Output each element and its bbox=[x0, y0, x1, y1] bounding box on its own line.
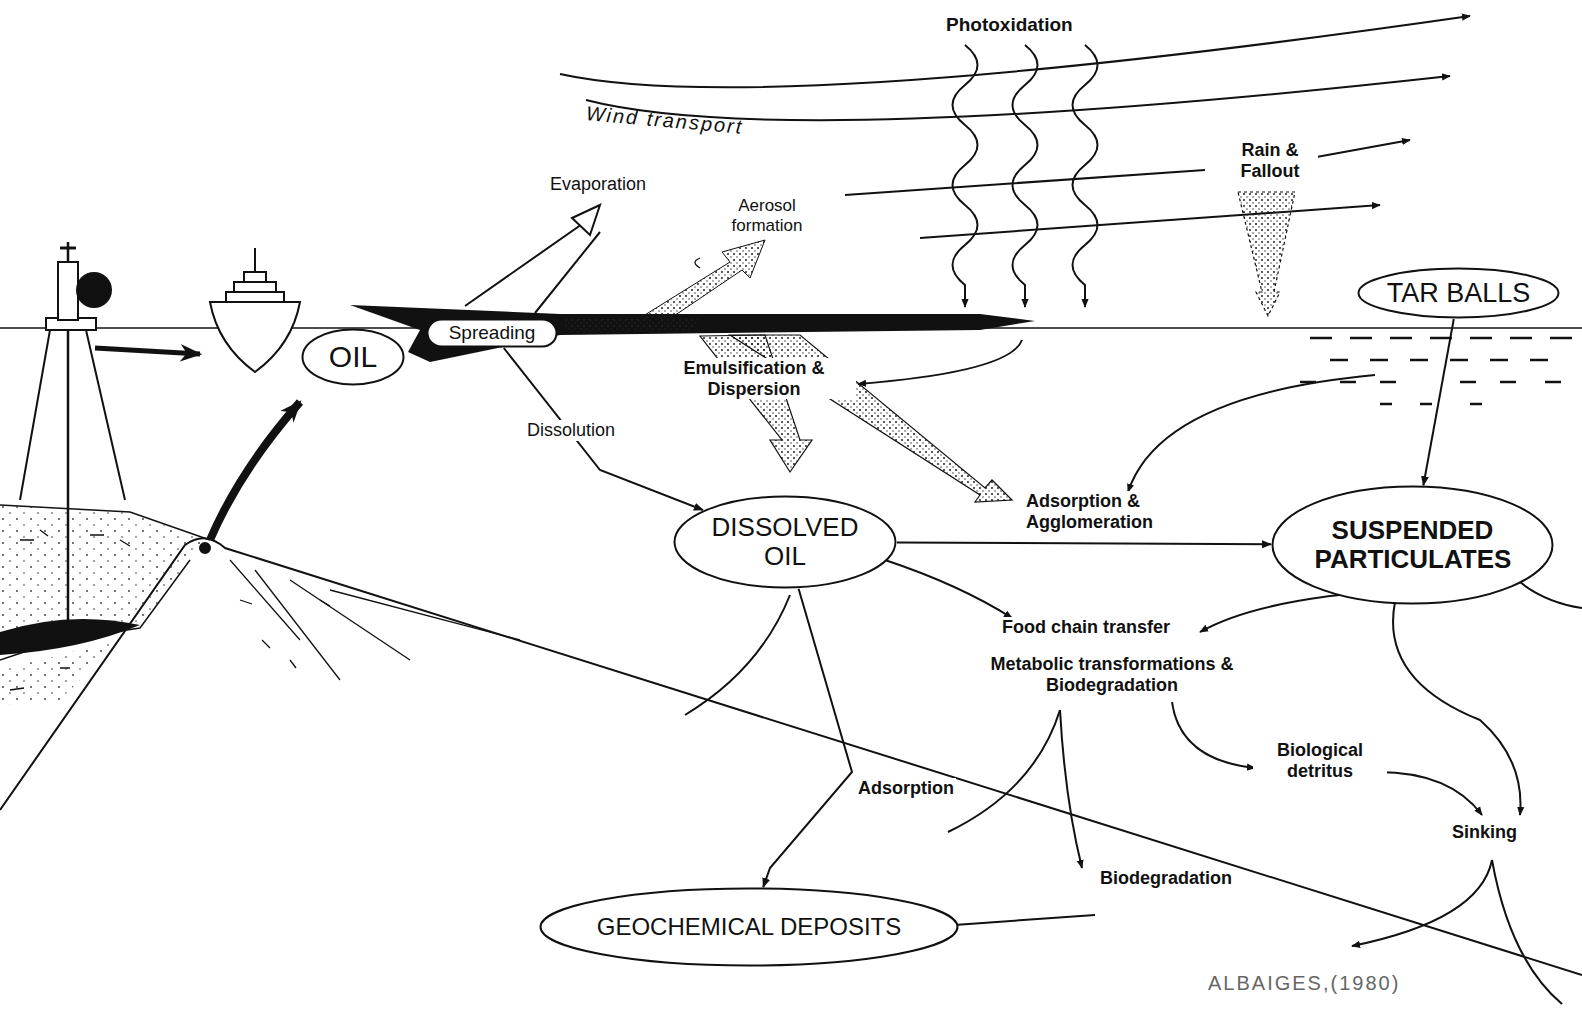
process-label: Rain & Fallout bbox=[1222, 140, 1318, 181]
node-label: TAR BALLS bbox=[1387, 278, 1531, 308]
node-label: SUSPENDED PARTICULATES bbox=[1315, 516, 1511, 574]
node-shape bbox=[303, 330, 404, 385]
process-label: Metabolic transformations & Biodegradati… bbox=[945, 654, 1279, 695]
flow-arrow bbox=[1423, 319, 1453, 485]
node-shape bbox=[1359, 269, 1559, 318]
flow-arrow bbox=[897, 543, 1271, 545]
node-label: OIL bbox=[329, 340, 377, 374]
node-label: DISSOLVED OIL bbox=[709, 513, 861, 571]
node-shape bbox=[541, 889, 958, 966]
process-label: Evaporation bbox=[548, 174, 648, 195]
process-label: Emulsification & Dispersion bbox=[652, 358, 856, 399]
node-text-group: DISSOLVED OIL bbox=[709, 513, 861, 571]
edge-label: Adsorption bbox=[856, 778, 956, 799]
node-label: GEOCHEMICAL DEPOSITS bbox=[597, 914, 902, 941]
node-text-group: GEOCHEMICAL DEPOSITS bbox=[597, 914, 902, 941]
edge-label: Adsorption & Agglomeration bbox=[1024, 491, 1206, 532]
process-label: Wind transport bbox=[583, 102, 746, 139]
node-text-group: OIL bbox=[329, 340, 377, 374]
process-label: Sinking bbox=[1450, 822, 1519, 843]
flow-arrow bbox=[763, 589, 852, 887]
edge-label: Dissolution bbox=[525, 420, 617, 441]
node-label: Spreading bbox=[449, 322, 536, 343]
process-label: Photoxidation bbox=[944, 14, 1075, 36]
process-label: Biodegradation bbox=[1098, 868, 1234, 889]
node-shape bbox=[428, 320, 557, 347]
ellipse-node: DISSOLVED OIL bbox=[673, 495, 897, 589]
ellipse-node: GEOCHEMICAL DEPOSITS bbox=[539, 887, 959, 967]
node-text-group: Spreading bbox=[449, 322, 536, 343]
node-shape bbox=[1273, 487, 1553, 604]
node-text-group: SUSPENDED PARTICULATES bbox=[1315, 516, 1511, 574]
ellipse-node: TAR BALLS bbox=[1357, 267, 1560, 319]
ellipse-node: SUSPENDED PARTICULATES bbox=[1271, 485, 1554, 605]
process-box: Spreading bbox=[426, 318, 558, 348]
process-label: Aerosol formation bbox=[703, 196, 831, 235]
process-label: Food chain transfer bbox=[1000, 617, 1172, 638]
node-text-group: TAR BALLS bbox=[1387, 278, 1531, 308]
ellipse-node: OIL bbox=[301, 328, 405, 386]
process-label: Biological detritus bbox=[1253, 740, 1387, 781]
node-shape bbox=[675, 497, 896, 588]
process-label: ALBAIGES,(1980) bbox=[1206, 972, 1402, 995]
